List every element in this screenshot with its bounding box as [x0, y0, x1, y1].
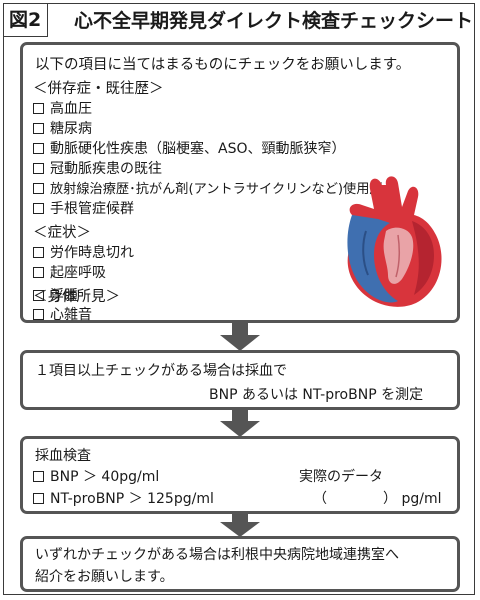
section-heading-comorbidities: ＜併存症・既往歴＞ [33, 81, 164, 97]
checkbox-icon[interactable] [33, 309, 44, 320]
checkbox-icon[interactable] [33, 123, 44, 134]
checklist-item-radiation-chemo[interactable]: 放射線治療歴･抗がん剤(アントラサイクリンなど)使用歴 [33, 178, 383, 197]
referral-instruction: いずれかチェックがある場合は利根中央病院地域連携室へ [35, 547, 399, 563]
checklist-item-atherosclerosis[interactable]: 動脈硬化性疾患（脳梗塞、ASO、頸動脈狭窄） [33, 138, 345, 158]
checklist-item-diabetes[interactable]: 糖尿病 [33, 118, 92, 138]
down-arrow-icon [220, 323, 260, 351]
blood-test-box: 採血検査 BNP ＞ 40pg/ml 実際のデータ NT-proBNP ＞ 12… [20, 436, 460, 514]
heart-illustration [347, 176, 442, 307]
checklist-intro: 以下の項目に当てはまるものにチェックをお願いします。 [35, 57, 411, 73]
section-heading-physical-findings: ＜身体所見＞ [33, 289, 120, 305]
checklist-item-orthopnea[interactable]: 起座呼吸 [33, 262, 106, 282]
page-title: 心不全早期発見ダイレクト検査チェックシート [74, 10, 474, 32]
section-heading-symptoms: ＜症状＞ [33, 225, 91, 241]
down-arrow-icon [220, 410, 260, 437]
checkbox-icon[interactable] [33, 247, 44, 258]
checkbox-icon[interactable] [33, 183, 44, 194]
checklist-item-hypertension[interactable]: 高血圧 [33, 98, 92, 118]
measurement-target: BNP あるいは NT-proBNP を測定 [209, 387, 424, 403]
checklist-item-edema[interactable]: 浮腫 [33, 285, 78, 305]
checklist-item-exertional-dyspnea[interactable]: 労作時息切れ [33, 242, 134, 262]
bnp-criterion[interactable]: BNP ＞ 40pg/ml [33, 466, 159, 486]
measurement-box: １項目以上チェックがある場合は採血で BNP あるいは NT-proBNP を測… [20, 350, 460, 410]
blood-test-heading: 採血検査 [35, 448, 91, 464]
down-arrow-icon [220, 513, 260, 537]
checkbox-icon[interactable] [33, 471, 44, 482]
checkbox-icon[interactable] [33, 143, 44, 154]
checklist-item-heart-murmur[interactable]: 心雑音 [33, 304, 92, 324]
referral-request: 紹介をお願いします。 [35, 569, 174, 585]
actual-data-entry[interactable]: （ ） pg/ml [313, 491, 442, 507]
checkbox-icon[interactable] [33, 163, 44, 174]
checkbox-icon[interactable] [33, 103, 44, 114]
checklist-box: 以下の項目に当てはまるものにチェックをお願いします。 ＜併存症・既往歴＞ 高血圧… [20, 42, 460, 323]
ntprobnp-criterion[interactable]: NT-proBNP ＞ 125pg/ml [33, 488, 214, 508]
actual-data-label: 実際のデータ [299, 469, 383, 485]
measurement-condition: １項目以上チェックがある場合は採血で [35, 363, 287, 379]
checklist-item-coronary-disease[interactable]: 冠動脈疾患の既往 [33, 158, 162, 178]
referral-box: いずれかチェックがある場合は利根中央病院地域連携室へ 紹介をお願いします。 [20, 536, 460, 592]
figure-label: 図2 [3, 3, 49, 37]
checkbox-icon[interactable] [33, 493, 44, 504]
checkbox-icon[interactable] [33, 290, 44, 301]
checklist-item-carpal-tunnel[interactable]: 手根管症候群 [33, 198, 134, 218]
checkbox-icon[interactable] [33, 203, 44, 214]
checksheet-frame [3, 3, 475, 595]
checkbox-icon[interactable] [33, 267, 44, 278]
